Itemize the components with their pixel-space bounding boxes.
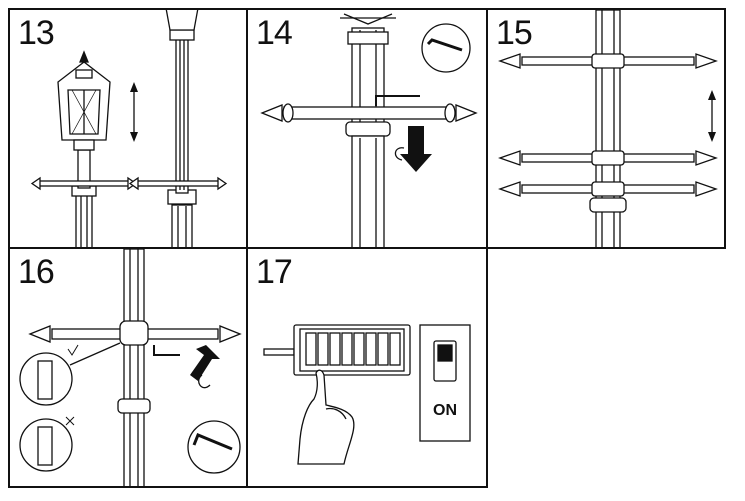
- step-14-panel: 14: [246, 8, 488, 249]
- step-14-illustration: [260, 13, 478, 247]
- step-number: 17: [256, 253, 293, 291]
- step-number: 14: [256, 14, 293, 52]
- step-13-panel: 13: [8, 8, 248, 249]
- step-15-illustration: [498, 10, 718, 247]
- step-17-panel: 17 ON: [246, 247, 488, 488]
- step-16-panel: 16: [8, 247, 248, 488]
- step-number: 16: [18, 253, 55, 291]
- step-17-illustration: ON: [263, 324, 471, 465]
- step-16-illustration: [19, 249, 242, 486]
- step-15-panel: 15: [486, 8, 726, 249]
- step-number: 13: [18, 14, 55, 52]
- switch-on-label: ON: [433, 402, 457, 419]
- step-13-illustration: [30, 10, 228, 247]
- step-number: 15: [496, 14, 533, 52]
